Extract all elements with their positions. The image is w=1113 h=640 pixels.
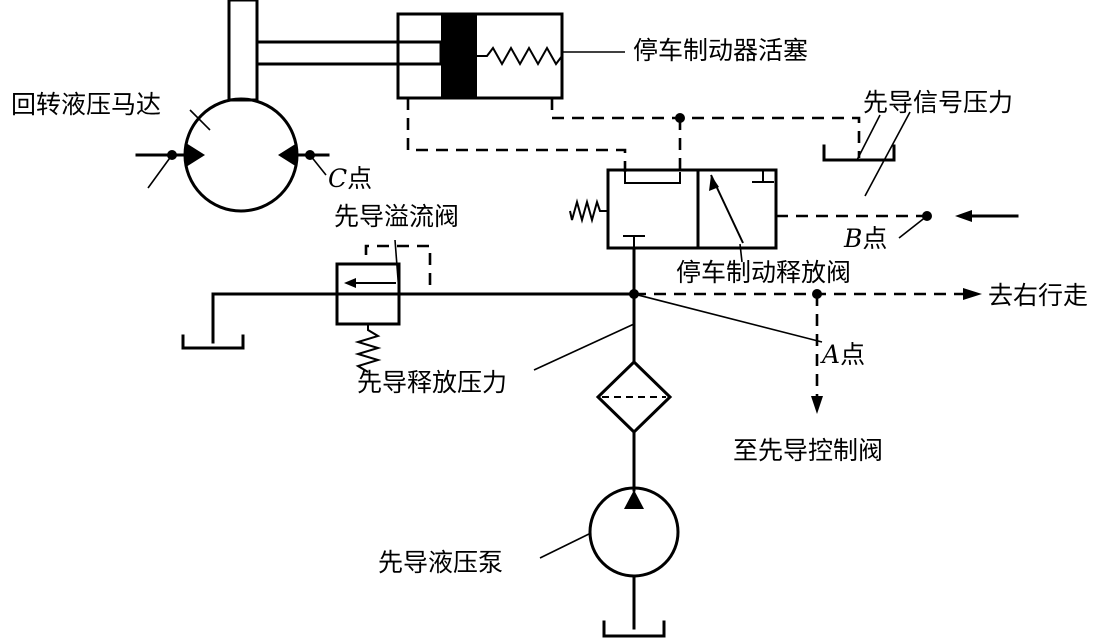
swing-motor-symbol — [135, 0, 330, 213]
pilot-control-arrow-icon — [811, 396, 823, 414]
point-a-letter: A — [822, 340, 841, 369]
parking-brake-cylinder — [396, 12, 564, 100]
filter-symbol — [595, 322, 673, 492]
brake-piston — [441, 14, 477, 98]
brake-piston-rod — [255, 40, 443, 66]
point-a-suffix: 点 — [840, 340, 866, 369]
label-pilot-signal-pressure: 先导信号压力 — [863, 88, 1014, 117]
label-pilot-relief-valve: 先导溢流阀 — [334, 202, 460, 231]
label-point-b: B点 — [844, 224, 887, 254]
valve-flow-arrow-icon — [709, 175, 719, 191]
label-pilot-hydraulic-pump: 先导液压泵 — [378, 548, 504, 577]
point-b-arrow-icon — [955, 210, 972, 222]
parking-brake-release-valve-symbol — [569, 168, 778, 250]
label-point-a: A点 — [822, 340, 865, 370]
label-point-c: C点 — [328, 164, 372, 194]
relief-spring-icon — [354, 324, 382, 373]
motor-inlet-arrow-icon — [186, 143, 205, 167]
pilot-pump-symbol — [588, 486, 680, 638]
pilot-relief-valve-symbol — [335, 244, 432, 373]
point-b-suffix: 点 — [862, 224, 888, 253]
pump-tank-icon — [602, 620, 666, 638]
label-parking-brake-release-valve: 停车制动释放阀 — [676, 258, 852, 287]
label-pilot-release-pressure: 先导释放压力 — [357, 368, 508, 397]
relief-arrow-icon — [344, 278, 356, 288]
label-to-pilot-control-valve: 至先导控制阀 — [733, 436, 884, 465]
right-travel-arrow-icon — [963, 288, 982, 300]
point-c-suffix: 点 — [347, 164, 373, 193]
pilot-signal-junction — [675, 113, 685, 123]
motor-outlet-arrow-icon — [278, 143, 297, 167]
relief-tank-icon — [181, 334, 245, 350]
label-parking-brake-piston: 停车制动器活塞 — [633, 36, 809, 65]
valve-spring-icon — [569, 198, 608, 224]
brake-spring-icon — [477, 45, 563, 67]
point-b-letter: B — [844, 224, 863, 253]
point-c-letter: C — [328, 164, 348, 193]
label-to-right-travel: 去右行走 — [988, 281, 1089, 310]
pump-arrow-icon — [624, 490, 644, 509]
tank-icon — [822, 144, 896, 162]
label-swing-hydraulic-motor: 回转液压马达 — [11, 90, 162, 119]
